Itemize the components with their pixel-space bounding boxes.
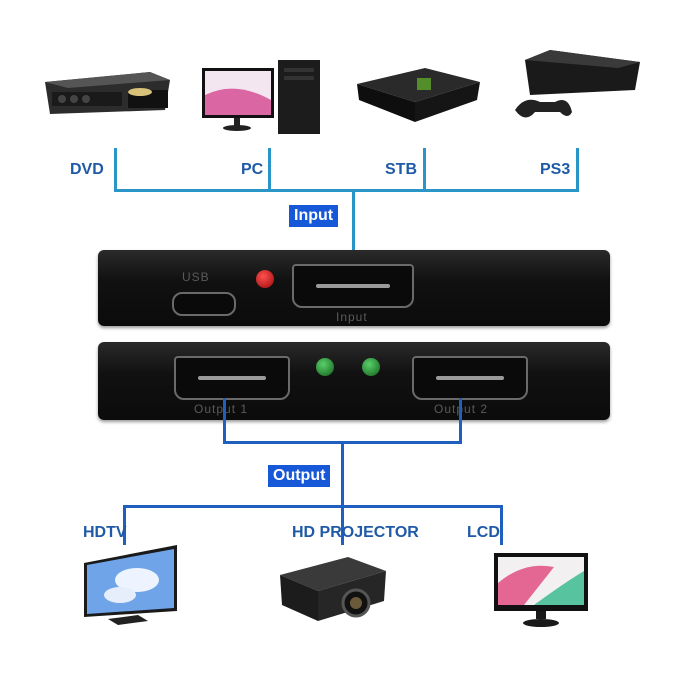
usb-port — [172, 292, 236, 316]
lcd-monitor-image — [494, 553, 590, 628]
set-top-box-image — [355, 62, 485, 127]
input-port-label: Input — [336, 310, 368, 324]
output-line-hdtv — [123, 505, 126, 545]
output1-port-label: Output 1 — [194, 402, 249, 416]
target-label-projector: HD PROJECTOR — [292, 524, 419, 541]
hdmi-output1-port — [174, 356, 290, 400]
hdmi-output2-port — [412, 356, 528, 400]
usb-label: USB — [182, 270, 210, 284]
hdmi-input-port — [292, 264, 414, 308]
status-led-2 — [362, 358, 380, 376]
input-line-dvd — [114, 148, 117, 192]
input-trunk-line — [352, 189, 355, 263]
target-label-hdtv: HDTV — [83, 524, 127, 541]
hdtv-image — [82, 545, 182, 630]
output-bus-line-right — [341, 505, 503, 508]
projector-image — [278, 553, 388, 625]
output-line-1 — [223, 398, 226, 444]
output-line-2 — [459, 398, 462, 444]
desktop-pc-image — [200, 60, 330, 135]
input-badge: Input — [289, 205, 339, 227]
dvd-player-image — [40, 68, 175, 118]
source-label-ps3: PS3 — [540, 161, 571, 178]
input-line-stb — [423, 148, 426, 192]
power-led — [256, 270, 274, 288]
status-led-1 — [316, 358, 334, 376]
input-line-ps3 — [576, 148, 579, 192]
input-line-pc — [268, 148, 271, 192]
output-bus-line — [123, 505, 443, 508]
game-console-image — [510, 50, 645, 130]
source-label-dvd: DVD — [70, 161, 104, 178]
output-badge: Output — [268, 465, 331, 487]
source-label-stb: STB — [385, 161, 417, 178]
output-line-lcd — [500, 505, 503, 545]
splitter-back-panel: Output 1 Output 2 — [98, 342, 610, 420]
input-bus-line — [114, 189, 579, 192]
splitter-front-panel: USB Input — [98, 250, 610, 326]
output-trunk-line — [341, 441, 344, 545]
source-label-pc: PC — [241, 161, 264, 178]
target-label-lcd: LCD — [467, 524, 500, 541]
